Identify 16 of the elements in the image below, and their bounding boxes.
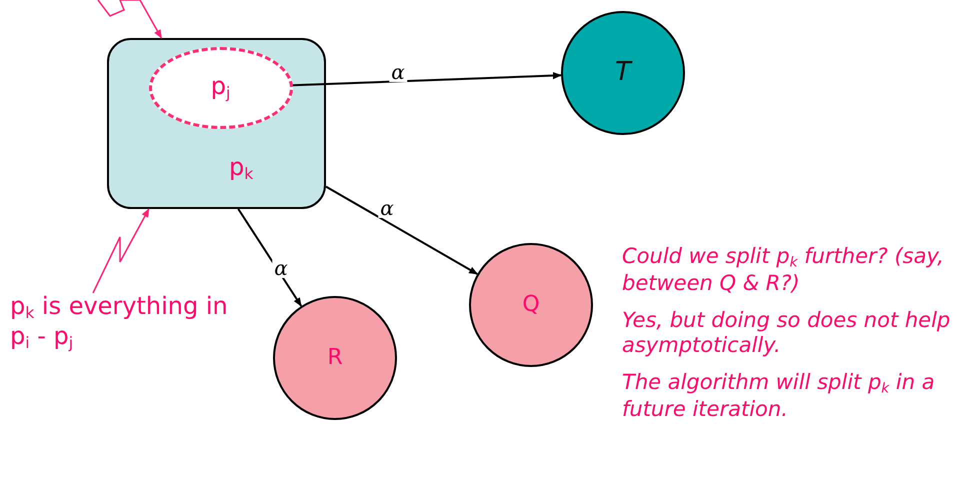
transition-arrow [326,186,478,275]
state-label: T [615,58,631,88]
transition-arrow [237,208,302,307]
state-label: Q [522,292,540,318]
subset-label: p$_{j}$ [210,72,230,102]
remark-text: Yes, but doing so does not help asymptotically. [622,308,952,358]
transition-arrow [292,72,562,86]
region-box [107,38,326,209]
region-label: p$_{k}$ [229,154,254,184]
remark-text: Could we split p$_{k}$ further? (say, between Q & R?) [622,244,945,296]
state-label: R [327,345,343,371]
leader-arrow [92,208,150,294]
leader-arrow [97,0,162,39]
edge-label: α [272,258,290,278]
annotation-text: p$_{k}$ is everything in p$_{i}$ - p$_{j}$ [10,292,228,350]
remark-text: The algorithm will split p$_{k}$ in a future iteration. [622,370,936,422]
